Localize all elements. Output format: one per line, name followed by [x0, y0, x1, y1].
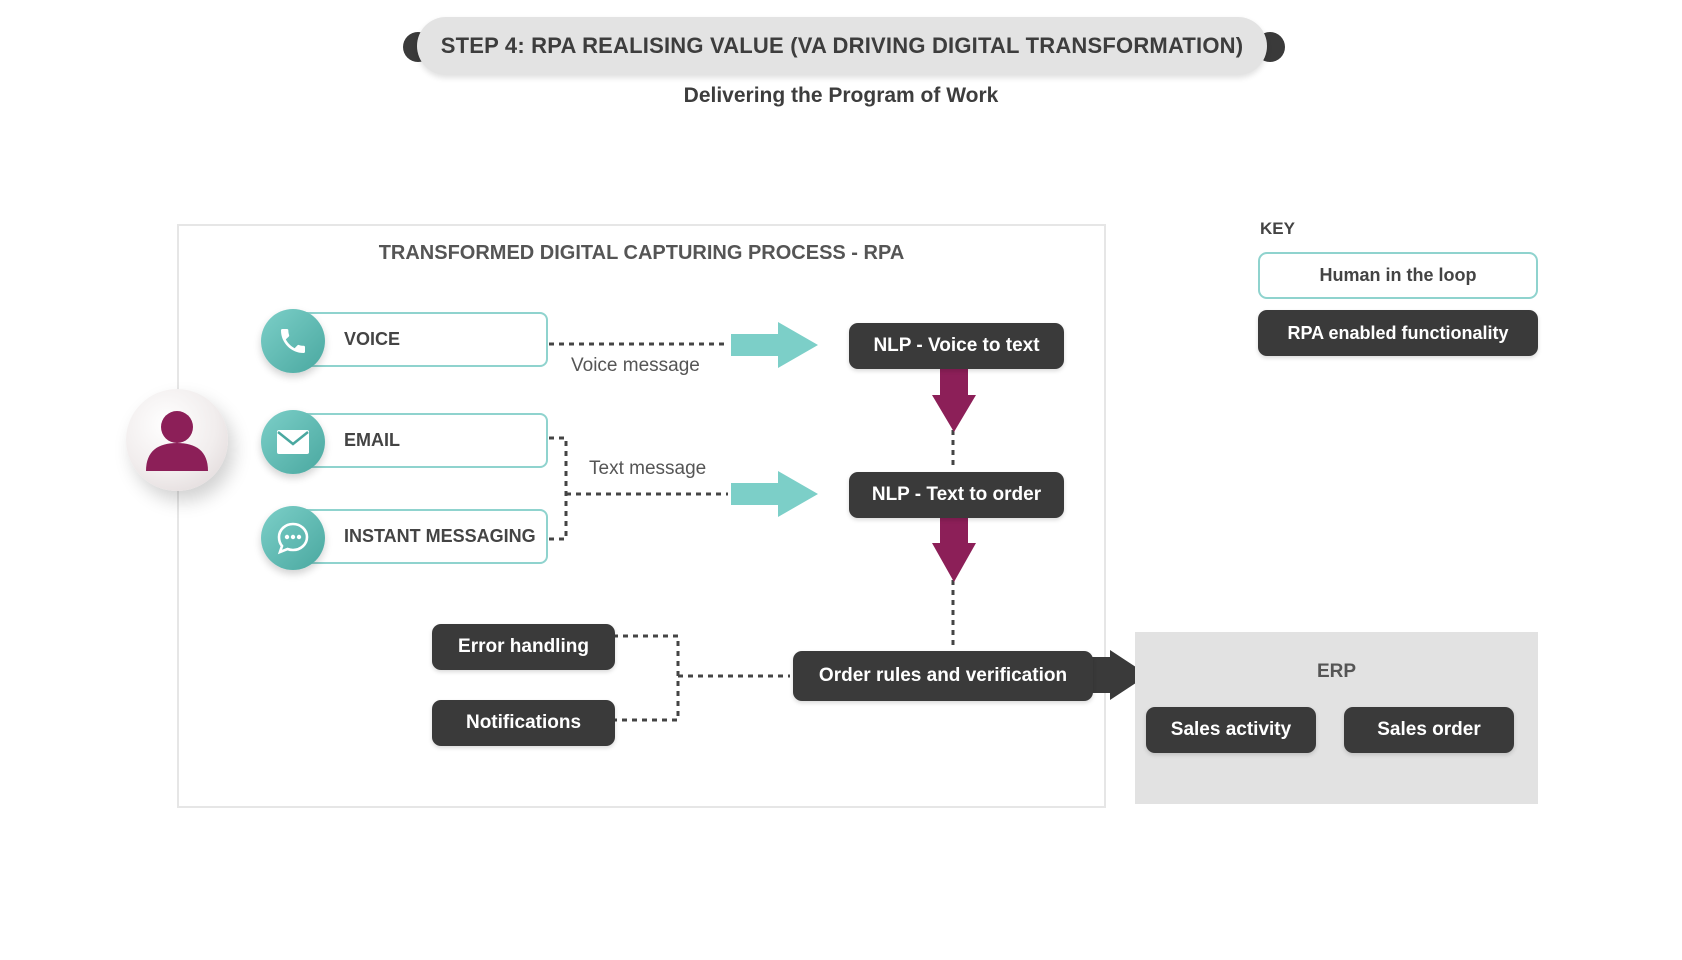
envelope-icon [277, 430, 309, 454]
key-human-in-the-loop: Human in the loop [1258, 252, 1538, 299]
person-icon [146, 411, 208, 471]
phone-icon [281, 329, 305, 353]
text-message-label: Text message [589, 458, 707, 479]
channel-label: VOICE [344, 329, 401, 349]
erp-title: ERP [1316, 661, 1357, 682]
email-icon-circle [261, 410, 325, 474]
chat-bubble-icon [277, 522, 309, 555]
channel-label: EMAIL [344, 430, 400, 450]
notifications-box: Notifications [432, 700, 615, 746]
order-rules-box: Order rules and verification [793, 651, 1093, 701]
nlp-voice-to-text-box: NLP - Voice to text [849, 323, 1064, 369]
voice-message-label: Voice message [571, 355, 700, 376]
sales-activity-box: Sales activity [1146, 707, 1316, 753]
key-rpa-enabled: RPA enabled functionality [1258, 310, 1538, 356]
key-title: KEY [1260, 219, 1295, 238]
channel-instant-messaging: INSTANT MESSAGING [292, 509, 548, 564]
page-subtitle: Delivering the Program of Work [683, 84, 999, 107]
voice-icon-circle [261, 309, 325, 373]
channel-email: EMAIL [292, 413, 548, 468]
channel-voice: VOICE [292, 312, 548, 367]
nlp-text-to-order-box: NLP - Text to order [849, 472, 1064, 518]
page-title: STEP 4: RPA REALISING VALUE (VA DRIVING … [417, 17, 1267, 75]
customer-avatar [126, 389, 228, 491]
messaging-icon-circle [261, 506, 325, 570]
panel-title: TRANSFORMED DIGITAL CAPTURING PROCESS - … [378, 242, 905, 264]
channel-label: INSTANT MESSAGING [344, 526, 536, 546]
error-handling-box: Error handling [432, 624, 615, 670]
sales-order-box: Sales order [1344, 707, 1514, 753]
